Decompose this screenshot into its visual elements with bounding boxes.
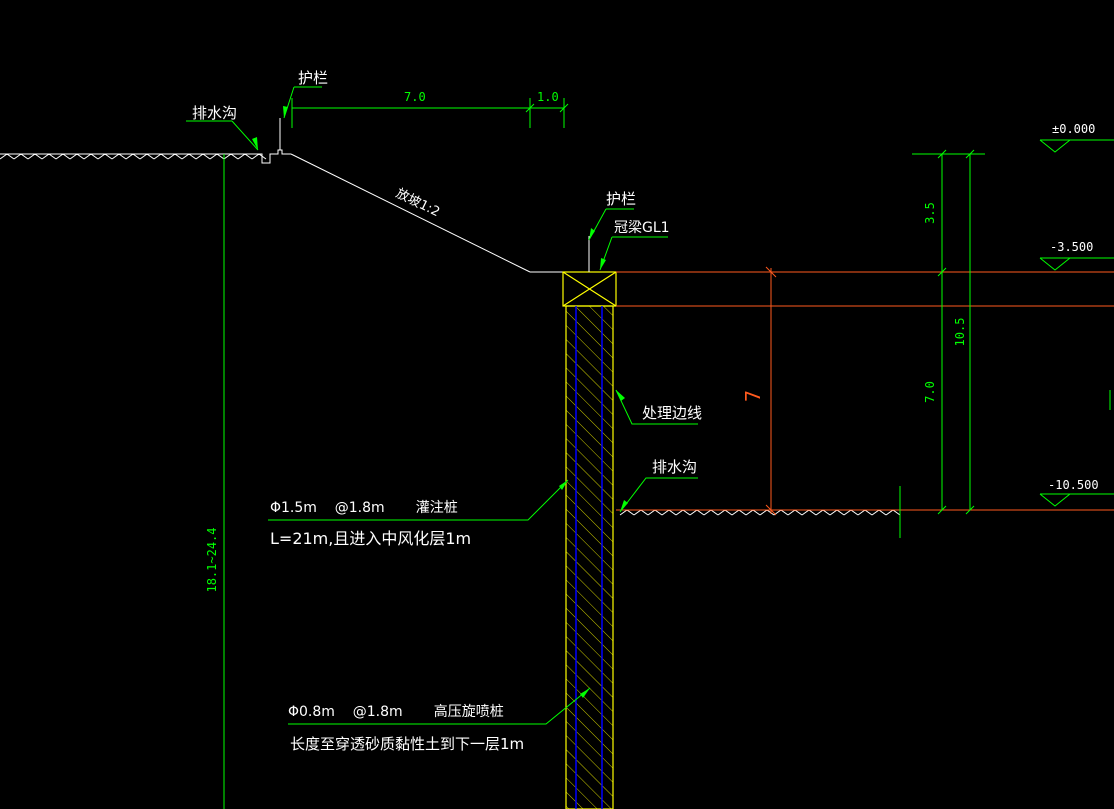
- elev-0-label: ±0.000: [1052, 122, 1095, 136]
- elev-105-label: -10.500: [1048, 478, 1099, 492]
- guardrail-mid-label: 护栏: [606, 190, 636, 208]
- bored-pile: [565, 305, 614, 809]
- drain-ditch-top-shape: [256, 153, 276, 164]
- crown-beam-label: 冠梁GL1: [614, 220, 670, 236]
- ground-surface: [0, 149, 563, 273]
- slope-line: [290, 153, 531, 273]
- elev-35-label: -3.500: [1050, 240, 1093, 254]
- excavation-bottom: [616, 509, 901, 516]
- dim-1-label: 1.0: [537, 90, 559, 104]
- dim-35-label: 3.5: [923, 202, 937, 224]
- green-dimensions: [186, 86, 1114, 809]
- orange-dim-7: 7: [741, 390, 765, 402]
- treatment-line-label: 处理边线: [642, 404, 702, 422]
- left-height-label: 18.1~24.4: [205, 527, 219, 592]
- bored-pile-length: L=21m,且进入中风化层1m: [270, 529, 471, 548]
- ground-hatch-left: [0, 153, 267, 160]
- guardrail-top-label: 护栏: [298, 69, 328, 87]
- jet-pile-length: 长度至穿透砂质黏性土到下一层1m: [290, 735, 524, 753]
- dim-105-label: 10.5: [953, 318, 967, 347]
- slope-label: 放坡1:2: [393, 186, 442, 220]
- jet-pile-spec: Φ0.8m @1.8m 高压旋喷桩: [288, 703, 504, 720]
- guardrail-base: [276, 149, 291, 155]
- dim-7-label: 7.0: [404, 90, 426, 104]
- drain-ditch-top-label: 排水沟: [192, 104, 237, 122]
- orange-level-lines: [616, 266, 1114, 516]
- bored-pile-spec: Φ1.5m @1.8m 灌注桩: [270, 499, 458, 516]
- crown-beam: [562, 271, 617, 307]
- drain-ditch-bottom-label: 排水沟: [652, 458, 697, 476]
- leader-arrows: [252, 106, 628, 698]
- dim-70-label: 7.0: [923, 381, 937, 403]
